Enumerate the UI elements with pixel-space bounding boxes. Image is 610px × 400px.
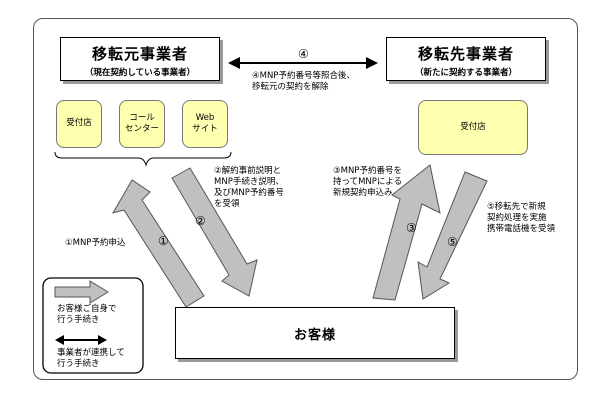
legend-self-label: お客様ご自身で 行う手続き — [57, 304, 117, 326]
customer-title: お客様 — [293, 327, 336, 343]
arrow-3 — [372, 164, 441, 301]
arrow-5-number: ⑤ — [447, 235, 458, 249]
target-operator-box: 移転先事業者 （新たに契約する事業者） — [386, 37, 546, 81]
target-channel-store: 受付店 — [418, 100, 528, 155]
legend-box — [42, 277, 144, 374]
step-1-note: ①MNP予約申込 — [65, 238, 126, 248]
step-5-note: ⑤移転先で新規 契約処理を実施 携帯電話機を受領 — [487, 202, 556, 235]
legend-coop-label: 事業者が連携して 行う手続き — [57, 348, 125, 370]
target-operator-title: 移転先事業者 — [417, 45, 514, 63]
source-channels-brace — [54, 151, 232, 167]
arrow-2 — [171, 167, 258, 297]
arrow-4-double — [228, 57, 378, 69]
arrow-5 — [417, 171, 488, 300]
source-operator-subtitle: （現在契約している事業者） — [84, 68, 196, 78]
arrow-1-number: ① — [158, 234, 169, 248]
arrow-1 — [111, 179, 205, 308]
customer-box: お客様 — [175, 307, 455, 359]
source-channel-store: 受付店 — [56, 100, 102, 148]
step-2-note: ②解約事前説明と MNP手続き説明、 及びMNP予約番号 を受領 — [214, 166, 284, 210]
arrow-3-number: ③ — [406, 221, 417, 235]
target-operator-subtitle: （新たに契約する事業者） — [414, 68, 517, 78]
legend-self-arrow — [54, 280, 109, 304]
source-operator-title: 移転元事業者 — [91, 45, 188, 63]
legend-coop-arrow — [55, 335, 107, 345]
step-3-note: ③MNP予約番号を 持ってMNPによる 新規契約申込み — [333, 166, 403, 199]
arrow-2-number: ② — [195, 214, 206, 228]
step-4-note: ④MNP予約番号等照合後、 移転元の契約を解除 — [252, 71, 355, 93]
source-channel-call-center: コール センター — [119, 100, 165, 148]
source-channel-website: Web サイト — [182, 100, 228, 148]
source-operator-box: 移転元事業者 （現在契約している事業者） — [60, 37, 220, 81]
arrow-4-number: ④ — [298, 47, 309, 61]
